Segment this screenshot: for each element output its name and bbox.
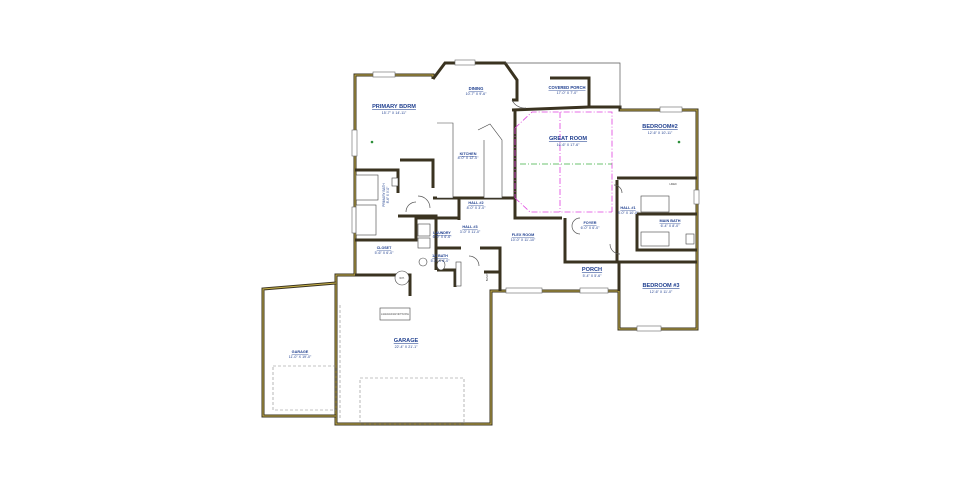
room-name-bedroom2: BEDROOM#2 [642, 124, 677, 130]
room-dim-half-bath: 5'-0" X 6'-0" [431, 259, 450, 263]
room-dim-hall3: 3'-0" X 11'-0" [460, 230, 481, 234]
windows [351, 59, 700, 332]
room-name-garage-main: GARAGE [394, 338, 419, 344]
room-dim-garage-main: 22'-4" X 21'-1" [395, 345, 418, 349]
room-name-closet: CLOSET [377, 246, 392, 250]
room-dim-flex: 10'-0" X 11'-10" [511, 238, 536, 242]
garage-doors [272, 305, 465, 425]
room-name-hall3: HALL #3 [462, 225, 477, 229]
bench-label: BENCH [486, 273, 489, 282]
room-name-foyer: FOYER [583, 221, 596, 225]
exterior-walls [261, 61, 699, 426]
room-name-flex: FLEX ROOM [512, 233, 535, 237]
room-dim-covered-porch: 17'-0" X 7'-0" [557, 91, 578, 95]
room-name-bedroom3: BEDROOM #3 [643, 283, 680, 289]
marker-dot [370, 140, 374, 144]
ceiling-lines [514, 111, 613, 213]
room-name-laundry: LAUNDRY [433, 231, 451, 235]
marker-dot [677, 140, 681, 144]
water-heater-label: W.H. [399, 277, 405, 280]
room-dim-laundry: 6'-0" X 6'-6" [433, 235, 452, 239]
room-labels: PRIMARY BDRM 15'-7" X 14'-11" DINING 10'… [289, 85, 681, 359]
room-dim-hall1: 3'-0" X 10'-0" [618, 211, 639, 215]
room-name-primary: PRIMARY BDRM [372, 104, 416, 110]
room-name-half-bath: 1/2 BATH [432, 254, 448, 258]
room-dim-hall2: 8'-0" X 3'-0" [467, 206, 486, 210]
room-name-primary-bath: PRIMARY BATH [382, 183, 386, 207]
annotations: ALL GARAGE WALLS AND CEILING TO BE 5/8" … [381, 183, 677, 316]
room-name-dining: DINING [469, 86, 484, 91]
fixtures [355, 122, 695, 321]
room-dim-kitchen: 8'-0" X 12'-0" [458, 156, 479, 160]
room-dim-bedroom2: 12'-6" X 10'-11" [648, 131, 673, 135]
room-dim-garage-side: 11'-0" X 19'-0" [289, 355, 312, 359]
room-name-hall1: HALL #1 [620, 206, 635, 210]
room-dim-primary: 15'-7" X 14'-11" [382, 111, 407, 115]
garage-drywall-note: ALL GARAGE WALLS AND CEILING TO BE 5/8" … [381, 313, 409, 316]
room-name-porch: PORCH [582, 267, 602, 273]
room-dim-dining: 10'-7" X 9'-6" [466, 92, 487, 96]
room-dim-porch: 5'-4" X 5'-6" [583, 274, 602, 278]
room-name-great-room: GREAT ROOM [549, 136, 587, 142]
room-dim-great-room: 16'-6" X 17'-6" [557, 143, 580, 147]
room-dim-main-bath: 6'-4" X 8'-0" [661, 224, 680, 228]
room-name-hall2: HALL #2 [468, 201, 483, 205]
room-dim-bedroom3: 12'-6" X 11'-0" [650, 290, 673, 294]
room-dim-primary-bath: 8'-6" X 9'-0" [386, 187, 390, 204]
door-swings [405, 99, 623, 267]
room-name-garage-side: GARAGE [292, 350, 309, 354]
room-dim-closet: 5'-6" X 6'-0" [375, 251, 394, 255]
room-name-kitchen: KITCHEN [460, 152, 477, 156]
room-name-main-bath: MAIN BATH [659, 219, 680, 223]
room-name-covered-porch: COVERED PORCH [549, 85, 586, 90]
linen-label: LINEN [669, 183, 676, 186]
room-dim-foyer: 6'-0" X 6'-0" [581, 226, 600, 230]
